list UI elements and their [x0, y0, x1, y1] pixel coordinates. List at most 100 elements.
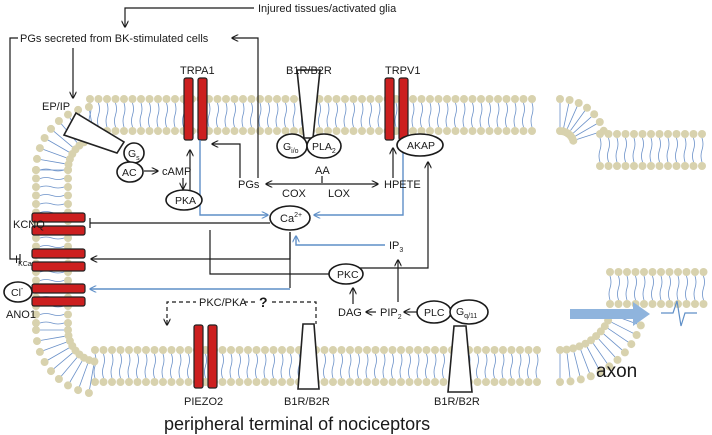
blue-ip3-ca [296, 236, 385, 246]
ion-channels [31, 77, 409, 389]
label-camp: cAMP [162, 166, 191, 178]
lipid-head [235, 378, 244, 386]
lipid-head [657, 300, 665, 308]
lipid-head [524, 378, 533, 386]
lipid-head [380, 346, 388, 354]
lipid-head [239, 127, 247, 135]
dashed-pkc-pka-left [166, 301, 196, 318]
lipid-head [477, 95, 485, 103]
lipid-tail [603, 333, 623, 351]
lipid-head [681, 130, 689, 138]
lipid-tail [102, 353, 105, 379]
lipid-tail [105, 102, 109, 128]
lipid-head [145, 127, 154, 135]
lipid-head [606, 268, 614, 276]
label-dag: DAG [338, 307, 362, 319]
lipid-head [613, 162, 621, 170]
lipid-head [286, 378, 295, 386]
lipid-head [349, 95, 358, 103]
lipid-tail [323, 353, 326, 379]
lipid-head [227, 378, 235, 386]
lipid-tail [369, 102, 372, 128]
lipid-tail [608, 275, 612, 301]
lipid-head [290, 95, 298, 103]
lipid-head [631, 268, 640, 276]
lipid-tail [238, 353, 241, 379]
lipid-head [640, 268, 648, 276]
label-pkc: PKC [337, 269, 359, 281]
cl-oval [3, 281, 33, 303]
caption: peripheral terminal of nociceptors [164, 414, 430, 434]
lipid-tail [110, 353, 114, 379]
lipid-tail [428, 102, 432, 128]
lipid-head [150, 378, 159, 386]
lipid-head [494, 95, 502, 103]
lipid-head [32, 166, 40, 174]
label-pgs-secreted: PGs secreted from BK-stimulated cells [20, 33, 209, 45]
lipid-head [516, 346, 524, 354]
lipid-tail [136, 353, 139, 379]
lipid-tail [382, 353, 386, 379]
lipid-head [32, 276, 40, 285]
ano1-channel-bottom [31, 296, 86, 307]
lipid-head [64, 200, 72, 208]
lipid-head [699, 300, 708, 308]
lipid-tail [642, 275, 646, 301]
lipid-tail [394, 102, 398, 128]
lipid-head [371, 378, 380, 386]
lipid-head [108, 378, 116, 386]
lipid-head [614, 268, 623, 276]
lipid-tail [216, 102, 219, 128]
lipid-tail [476, 353, 479, 379]
lipid-tail [39, 185, 65, 189]
kcnq-channel-top [31, 212, 86, 223]
lipid-head [125, 346, 133, 354]
line-pkc-left [209, 230, 335, 275]
lipid-head [64, 381, 72, 390]
lipid-head [278, 346, 286, 354]
lipid-head [32, 174, 40, 183]
lipid-tail [229, 353, 233, 379]
lipid-head [354, 378, 363, 386]
lipid-head [99, 378, 108, 386]
lipid-tail [535, 353, 539, 379]
lipid-tail [224, 102, 228, 128]
lipid-head [566, 377, 575, 386]
lipid-tail [563, 103, 570, 128]
lipid-tail [343, 102, 347, 128]
lipid-tail [326, 102, 330, 128]
lipid-head [583, 103, 591, 112]
lipid-head [332, 95, 341, 103]
trpa1-channel-right [197, 77, 208, 141]
lipid-head [482, 378, 490, 386]
lipid-head [176, 346, 184, 354]
lipid-head [47, 124, 55, 133]
lipid-head [576, 375, 585, 384]
lipid-head [533, 378, 541, 386]
lipid-head [431, 346, 439, 354]
lipid-tail [649, 137, 653, 163]
lipid-head [354, 346, 363, 354]
label-plc: PLC [424, 307, 445, 319]
lipid-tail [570, 110, 586, 131]
lipid-head [664, 130, 672, 138]
label-gs: Gs [128, 148, 140, 162]
lipid-tail [360, 102, 364, 128]
lipid-head [103, 95, 111, 103]
lipid-tail [331, 353, 335, 379]
label-ac: AC [122, 167, 137, 179]
lipid-head [341, 95, 349, 103]
lipid-head [171, 95, 179, 103]
lipid-tail [284, 102, 287, 128]
lipid-head [315, 127, 324, 135]
lipid-head [375, 95, 383, 103]
lipid-head [64, 234, 72, 242]
lipid-tail [275, 102, 279, 128]
labels: Injured tissues/activated glia PGs secre… [6, 3, 637, 434]
action-potential-icon [661, 300, 697, 327]
lipid-head [32, 326, 40, 334]
lipid-head [375, 127, 383, 135]
lipid-head [337, 346, 346, 354]
lipid-head [346, 346, 354, 354]
lipid-head [434, 127, 443, 135]
